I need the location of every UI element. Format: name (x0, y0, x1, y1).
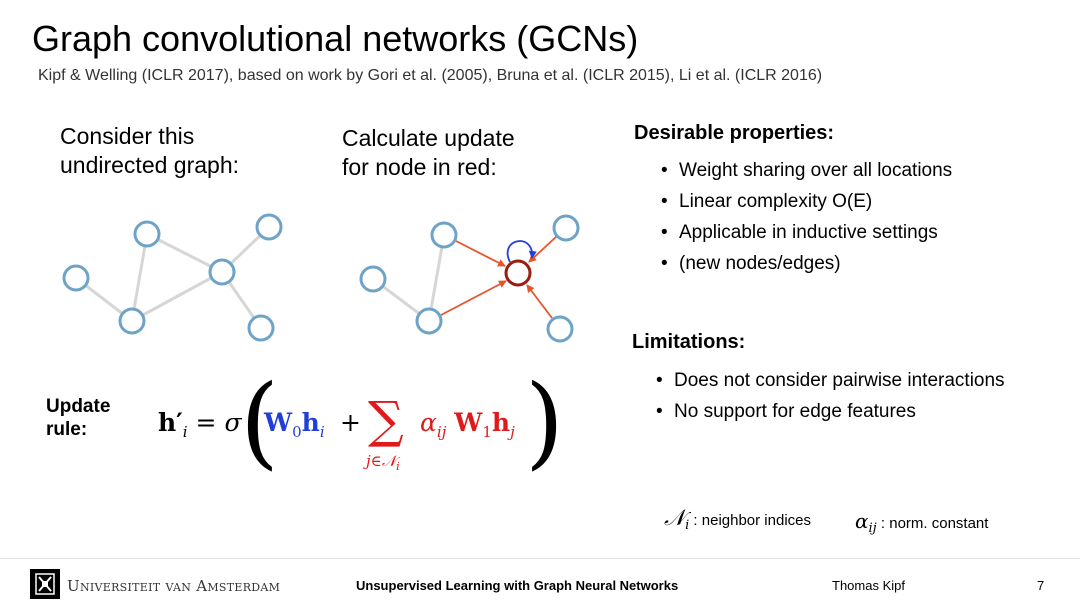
sum-subscript: j∈𝒩i (366, 452, 400, 473)
graph-node (552, 214, 580, 242)
course-title: Unsupervised Learning with Graph Neural … (356, 578, 679, 593)
footer-divider (0, 558, 1080, 559)
slide-title: Graph convolutional networks (GCNs) (32, 18, 639, 59)
message-arrow (440, 280, 507, 316)
graph-node (255, 213, 283, 241)
left-paren: ( (240, 363, 280, 480)
list-item: Applicable in inductive settings (655, 217, 952, 248)
slide-subtitle: Kipf & Welling (ICLR 2017), based on wor… (38, 67, 823, 84)
university-name: Universiteit van Amsterdam (67, 577, 281, 595)
graph-node (247, 314, 275, 342)
message-arrow (526, 284, 553, 319)
desirable-list: Weight sharing over all locations Linear… (655, 155, 952, 279)
list-item: (new nodes/edges) (655, 248, 952, 279)
graph-node (133, 220, 161, 248)
legend-neighbor: 𝒩i : neighbor indices (664, 506, 811, 533)
update-formula-lhs: h′i = σ (158, 408, 242, 441)
neighbor-term: αij W1hj (420, 408, 515, 441)
author-name: Thomas Kipf (832, 578, 905, 593)
list-item: Weight sharing over all locations (655, 155, 952, 186)
target-node-red (504, 259, 532, 287)
left-heading: Consider this undirected graph: (60, 123, 240, 178)
desirable-heading: Desirable properties: (634, 122, 835, 144)
limitations-list: Does not consider pairwise interactions … (650, 365, 1005, 427)
sum-symbol: ∑ (368, 391, 404, 449)
graph-edge (131, 270, 223, 323)
list-item: Does not consider pairwise interactions (650, 365, 1005, 396)
graph-node (118, 307, 146, 335)
plus-sign: + (340, 408, 361, 437)
list-item: No support for edge features (650, 396, 1005, 427)
update-rule-label: Update rule: (46, 396, 111, 440)
self-loop-arrow (506, 240, 537, 263)
uva-logo-icon (30, 569, 60, 599)
graph-node (430, 221, 458, 249)
right-paren: ) (525, 363, 565, 480)
graph-node (208, 258, 236, 286)
mid-heading: Calculate update for node in red: (342, 125, 515, 180)
list-item: Linear complexity O(E) (655, 186, 952, 217)
graph-node (359, 265, 387, 293)
page-number: 7 (1037, 578, 1045, 593)
graph-edge (146, 232, 223, 274)
graph-node (415, 307, 443, 335)
limitations-heading: Limitations: (632, 331, 746, 353)
graph-edge (130, 233, 149, 322)
message-arrow (528, 235, 558, 263)
graph-node (62, 264, 90, 292)
legend-alpha: αij : norm. constant (855, 509, 989, 536)
message-arrow (455, 240, 506, 267)
self-term: W0hi (264, 408, 325, 441)
graph-node (546, 315, 574, 343)
graph-edge (427, 234, 446, 322)
